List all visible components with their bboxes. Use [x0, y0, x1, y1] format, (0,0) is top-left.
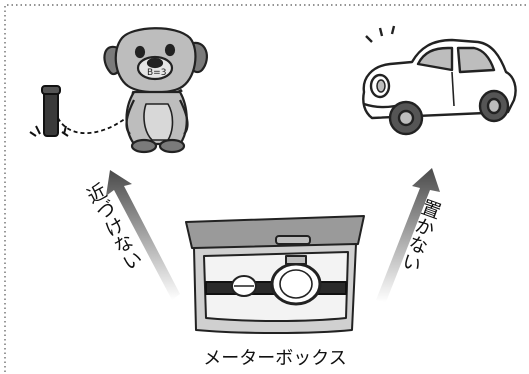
post-icon [29, 85, 69, 137]
arrow-left [106, 170, 180, 300]
meter-box-caption: メーターボックス [203, 348, 347, 369]
svg-text:B=3: B=3 [147, 68, 166, 78]
car-icon [362, 25, 517, 136]
dog-icon: B=3 [103, 27, 208, 154]
meter-box-icon [185, 215, 365, 334]
arrow-right [376, 168, 440, 302]
dotted-border [4, 4, 527, 372]
